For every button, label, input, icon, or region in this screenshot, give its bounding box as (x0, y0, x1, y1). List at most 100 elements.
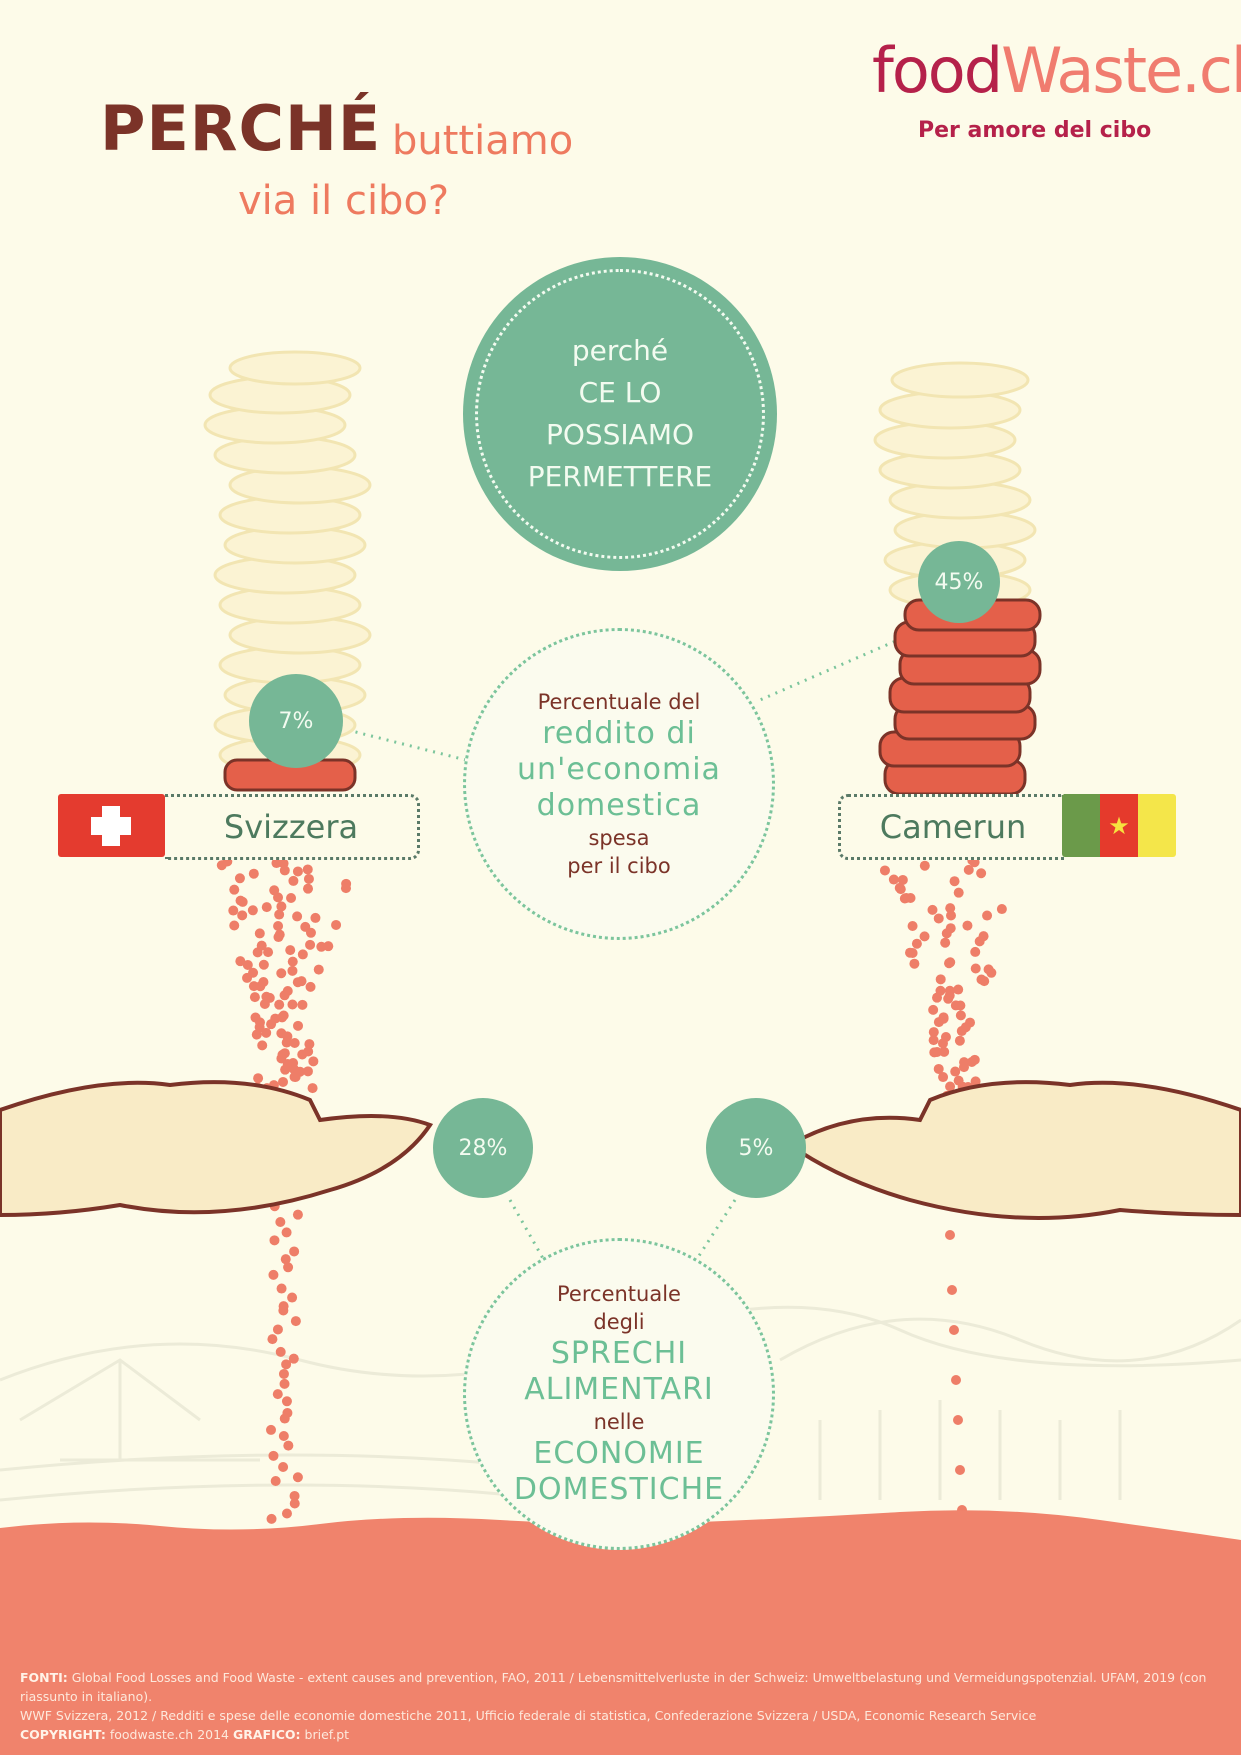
grain (933, 1063, 944, 1074)
grain (956, 1026, 967, 1037)
coin-red-stack-cameroon (878, 598, 1042, 796)
swiss-flag (58, 794, 165, 857)
grain (970, 963, 981, 974)
hand-right (786, 1080, 1241, 1220)
grain (289, 1246, 300, 1257)
grain (953, 1415, 963, 1425)
grain (228, 905, 239, 916)
waste-line-3: SPRECHI (550, 1336, 688, 1371)
reason-line-1: perché (571, 334, 669, 367)
income-circle: Percentuale del reddito di un'economia d… (463, 628, 775, 940)
grain (290, 1072, 301, 1083)
foodwaste-logo[interactable]: foodWaste.ch (872, 34, 1241, 107)
grain (274, 909, 285, 920)
star-icon: ★ (1100, 794, 1138, 857)
grain (242, 959, 253, 970)
grain (953, 984, 964, 995)
grain (281, 1037, 292, 1048)
grain (955, 1000, 966, 1011)
grain (939, 1046, 950, 1057)
grain (879, 865, 890, 876)
grain (340, 883, 351, 894)
reason-line-4: PERMETTERE (527, 460, 713, 493)
grain (285, 945, 296, 956)
grain (280, 1064, 291, 1075)
grain (954, 1035, 965, 1046)
grain (935, 974, 946, 985)
grain (938, 1072, 949, 1083)
grain (331, 919, 342, 930)
grain (945, 1230, 955, 1240)
grain (247, 905, 258, 916)
grain (248, 868, 259, 879)
grain (278, 1368, 289, 1379)
grain (945, 903, 956, 914)
title-sub-2: via il cibo? (238, 178, 450, 224)
grain (313, 964, 324, 975)
sources-label: FONTI: (20, 1670, 68, 1685)
grain (278, 1431, 289, 1442)
grain (950, 1066, 961, 1077)
grain (276, 1283, 287, 1294)
grain (261, 902, 272, 913)
grain (297, 1049, 308, 1060)
grain (259, 999, 270, 1010)
reason-line-3: POSSIAMO (545, 418, 695, 451)
grain (229, 920, 240, 931)
grain (945, 910, 956, 921)
grain (982, 910, 993, 921)
switzerland-income-percent: 7% (249, 674, 343, 768)
grain (928, 1004, 939, 1015)
grain (919, 931, 930, 942)
grain (266, 1019, 277, 1030)
grain (278, 1305, 289, 1316)
grain (251, 1029, 262, 1040)
grain (899, 893, 910, 904)
grain (253, 1073, 264, 1084)
grain (292, 977, 303, 988)
grain (274, 999, 285, 1010)
grain (962, 920, 973, 931)
grain-ground (0, 1510, 1241, 1755)
cameroon-label: Camerun (838, 794, 1065, 860)
grain (907, 947, 918, 958)
title-sub-1: buttiamo (392, 118, 574, 164)
grain (287, 965, 298, 976)
grain (275, 1217, 286, 1228)
grain (951, 1375, 961, 1385)
grain (267, 1334, 278, 1345)
grain (928, 1027, 939, 1038)
graphic-label: GRAFICO: (233, 1727, 301, 1742)
sources-line-1: Global Food Losses and Food Waste - exte… (20, 1670, 1207, 1704)
grain (279, 865, 290, 876)
grain (293, 1020, 304, 1031)
grain (235, 956, 246, 967)
waste-line-5: nelle (593, 1410, 645, 1434)
grain (970, 946, 981, 957)
grain (287, 999, 298, 1010)
grain (279, 1378, 290, 1389)
waste-line-4: ALIMENTARI (524, 1372, 714, 1407)
grain (266, 1424, 277, 1435)
grain (281, 1396, 292, 1407)
grain (958, 1062, 969, 1073)
grain (963, 864, 974, 875)
grain (966, 1056, 977, 1067)
title-main: PERCHÉ (100, 92, 382, 165)
waste-line-2: degli (593, 1310, 645, 1334)
grain (278, 1462, 289, 1473)
cameroon-flag: ★ (1062, 794, 1176, 857)
grain (897, 874, 908, 885)
reason-line-2: CE LO (578, 376, 662, 409)
grain (289, 1490, 300, 1501)
grain (302, 1066, 313, 1077)
switzerland-waste-percent: 28% (433, 1098, 533, 1198)
grain (305, 939, 316, 950)
grain (983, 964, 994, 975)
grain (955, 1010, 966, 1021)
grain (944, 958, 955, 969)
grain (941, 928, 952, 939)
grain (937, 1038, 948, 1049)
grain (288, 875, 299, 886)
grain (269, 1235, 280, 1246)
